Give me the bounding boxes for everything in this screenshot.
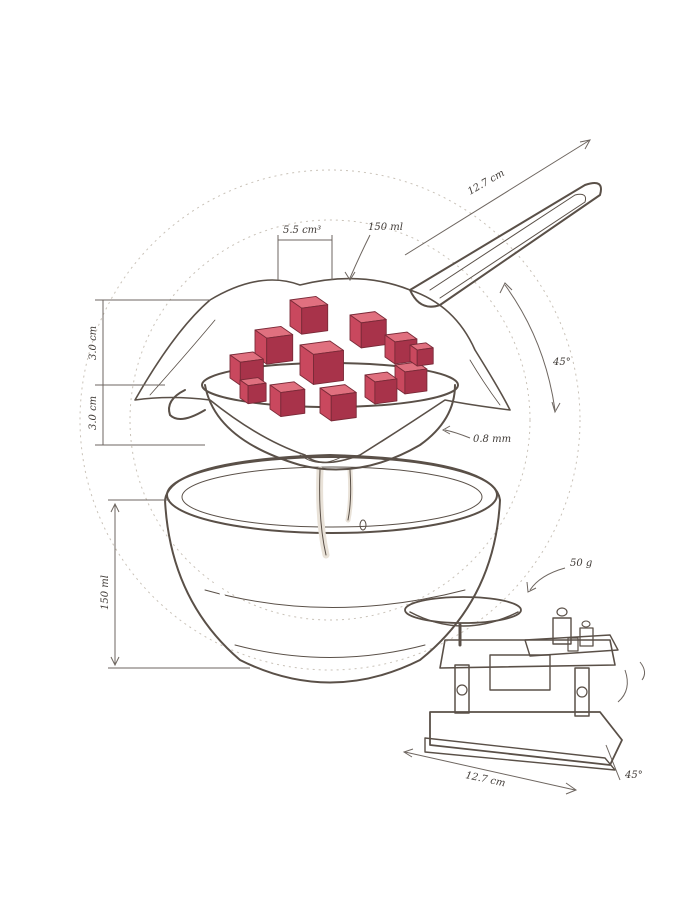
strainer-handle — [409, 182, 602, 308]
strainer-volume-label: 150 ml — [368, 222, 403, 233]
measurement-labels: 5.5 cm³ 150 ml 12.7 cm 45° 3.0 cm 3.0 cm… — [88, 168, 643, 790]
scale-weight-label: 50 g — [570, 558, 592, 569]
cube-size-label: 5.5 cm³ — [283, 225, 321, 236]
glass-bowl — [164, 454, 501, 684]
fruit-cube — [299, 340, 344, 385]
fruit-cube — [409, 342, 434, 367]
balance-scale — [404, 596, 623, 771]
lower-height-label: 3.0 cm — [88, 396, 99, 430]
fruit-cube — [364, 371, 398, 405]
handle-angle-label: 45° — [552, 357, 571, 368]
mesh-size-label: 0.8 mm — [473, 434, 511, 445]
fruit-cube — [269, 381, 306, 418]
fruit-cube — [319, 384, 357, 422]
fruit-cube — [349, 311, 387, 349]
bowl-volume-label: 150 ml — [100, 575, 111, 610]
construction-guides — [79, 169, 581, 671]
cheesecloth — [134, 277, 511, 464]
handle-length-label: 12.7 cm — [466, 168, 507, 198]
scale-angle-label: 45° — [624, 770, 643, 781]
fruit-cubes — [229, 296, 434, 422]
upper-height-label: 3.0 cm — [88, 326, 99, 360]
fruit-cube — [289, 296, 329, 335]
liquid-drips — [316, 466, 367, 559]
dimension-lines — [95, 139, 646, 795]
fruit-cube — [394, 361, 428, 395]
fruit-cube — [239, 377, 267, 405]
